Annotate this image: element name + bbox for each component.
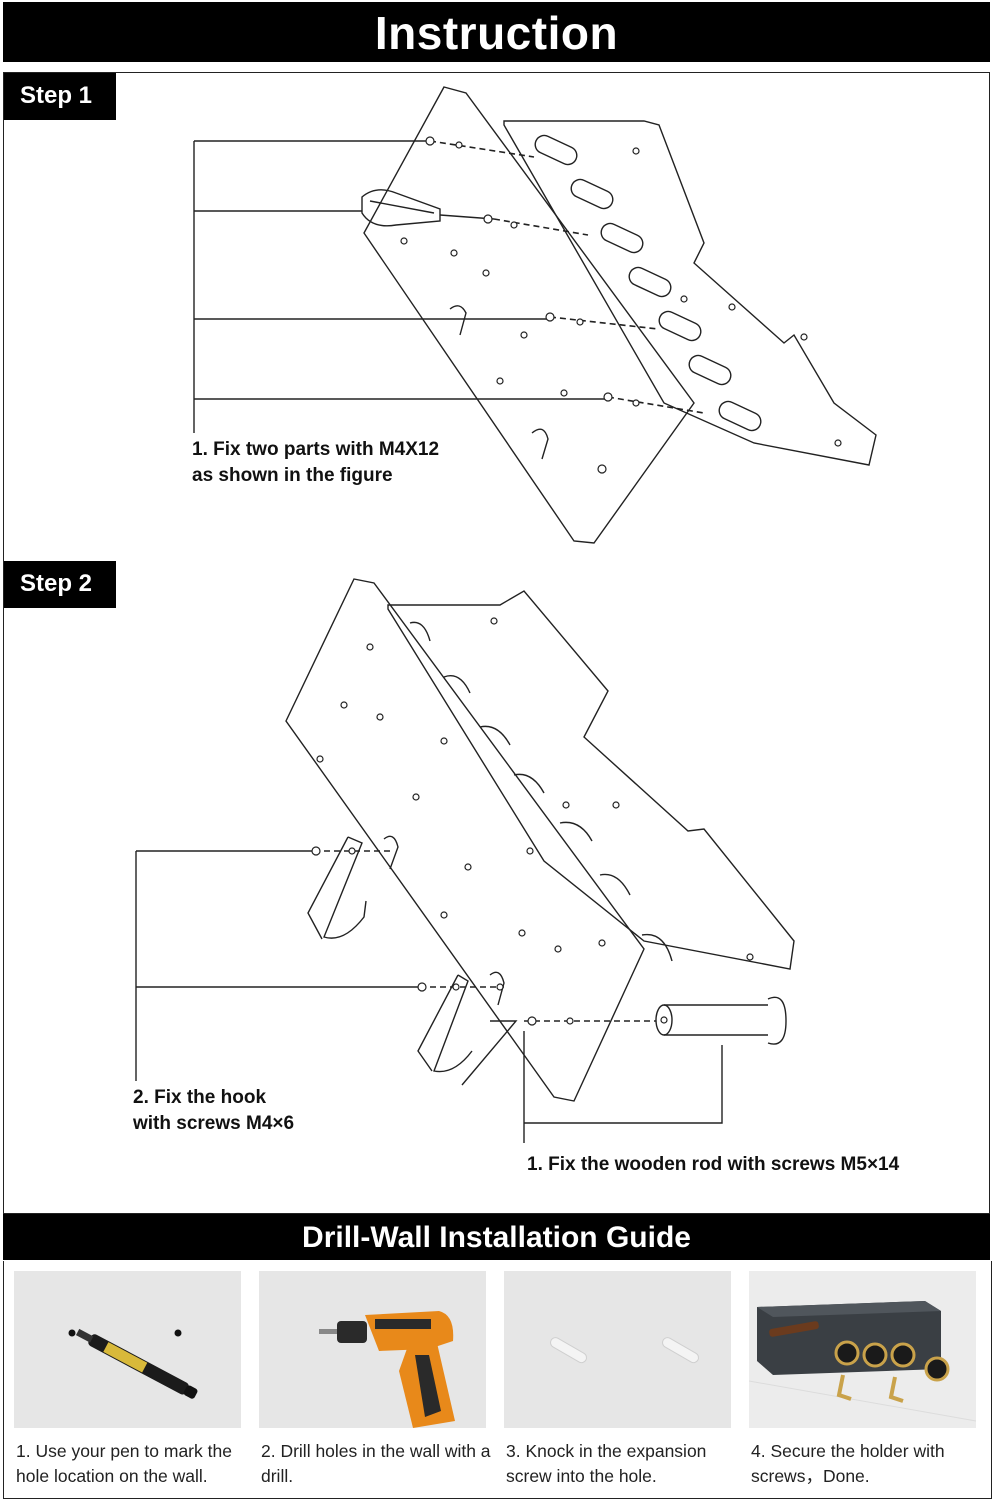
guide-steps: 1. Use your pen to mark the hole locatio…: [3, 1261, 992, 1499]
guide-photo-4: [749, 1271, 976, 1428]
step-1-illustration: [193, 86, 877, 544]
guide-caption-4: 4. Secure the holder with screws，Done.: [751, 1441, 945, 1486]
step-2-rod-note: 1. Fix the wooden rod with screws M5×14: [527, 1154, 900, 1175]
page-title: Instruction: [3, 2, 990, 62]
step-1-panel: Step 1 1. Fix two parts with M4X12 as sh…: [3, 72, 990, 562]
step-1-tab: Step 1: [4, 73, 117, 120]
guide-photo-2: [259, 1271, 486, 1428]
guide-caption-1: 1. Use your pen to mark the hole locatio…: [16, 1441, 232, 1486]
guide-photo-3: [504, 1271, 731, 1428]
marker-pen-icon: [14, 1271, 241, 1428]
step-2-tab: Step 2: [4, 561, 117, 608]
step-2-illustration: [135, 578, 795, 1143]
guide-title: Drill-Wall Installation Guide: [3, 1214, 990, 1260]
power-drill-icon: [259, 1271, 486, 1428]
guide-caption-2: 2. Drill holes in the wall with a drill.: [261, 1441, 491, 1486]
guide-photo-1: [14, 1271, 241, 1428]
step-1-note: 1. Fix two parts with M4X12 as shown in …: [192, 439, 440, 486]
step-2-panel: Step 2 2. Fix the hook with screws M4×6 …: [3, 561, 990, 1214]
drill-holder-icon: [749, 1271, 976, 1428]
wall-anchor-icon: [504, 1271, 731, 1428]
step-2-hook-note: 2. Fix the hook with screws M4×6: [133, 1087, 295, 1134]
guide-caption-3: 3. Knock in the expansion screw into the…: [506, 1441, 707, 1486]
